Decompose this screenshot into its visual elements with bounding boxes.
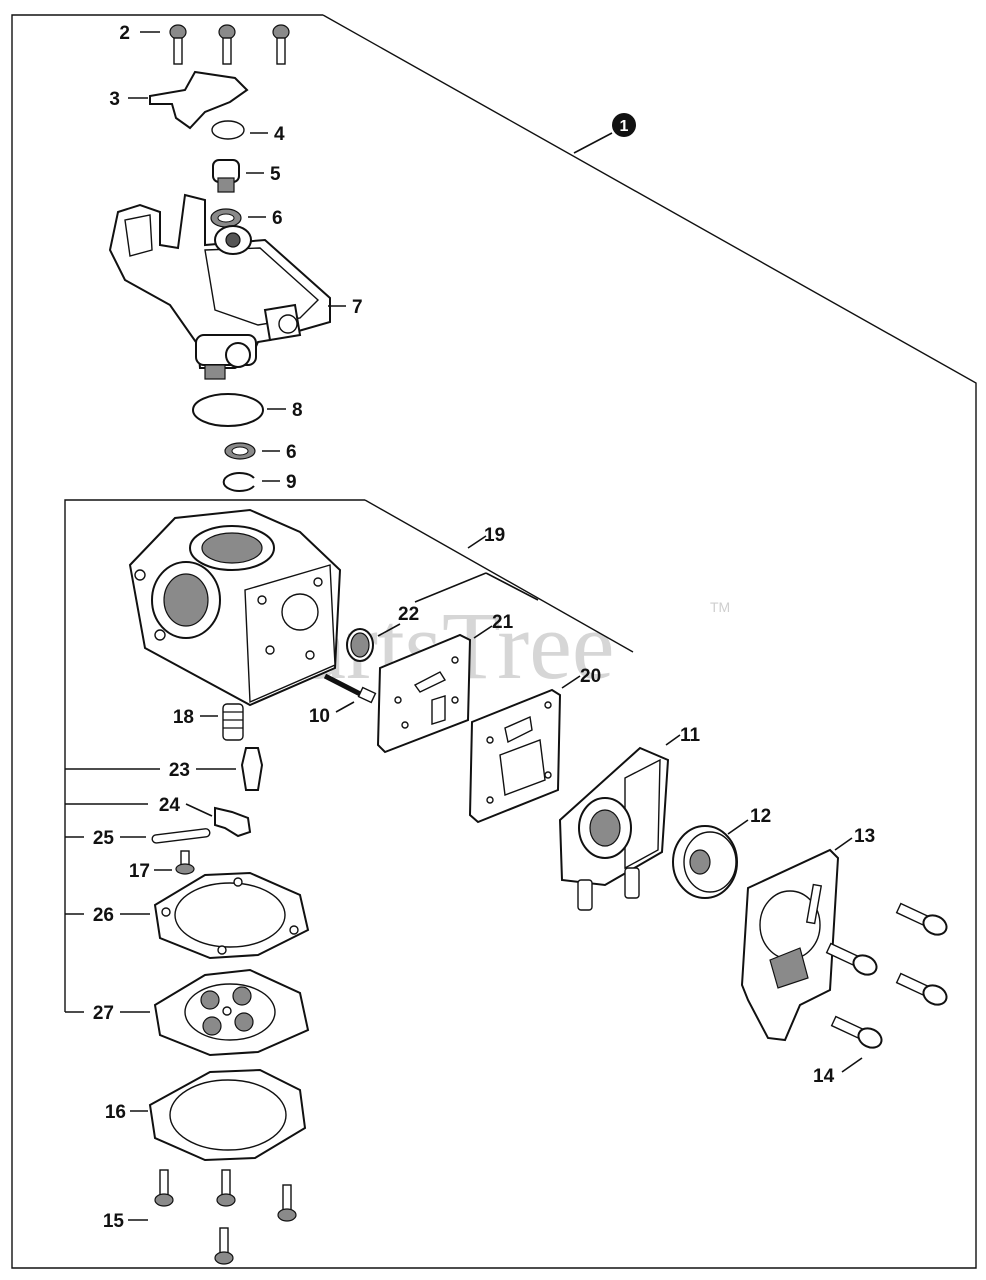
screw-part-2	[169, 24, 290, 65]
pump-body-part-7	[108, 193, 331, 380]
callout-26: 26	[93, 905, 114, 926]
screw-part-15	[154, 1169, 297, 1265]
flange-plate-part-13	[740, 848, 840, 1042]
callout-19: 19	[484, 525, 505, 546]
assembly-marker-label: 1	[620, 118, 629, 135]
gasket-part-20	[468, 688, 562, 824]
screw-part-17	[175, 850, 195, 875]
e-clip-part-9	[222, 472, 255, 492]
pump-cover-part-11	[558, 746, 670, 911]
callout-6a: 6	[272, 208, 283, 229]
needle-part-10	[323, 673, 377, 704]
callout-17: 17	[129, 861, 150, 882]
callout-3: 3	[109, 89, 120, 110]
callout-5: 5	[270, 164, 281, 185]
metering-lever-part-24	[214, 806, 252, 838]
watermark-tm: TM	[710, 599, 730, 615]
gasket-part-26	[153, 871, 310, 960]
callout-10: 10	[309, 706, 330, 727]
washer-part-6a	[210, 208, 242, 228]
callout-14: 14	[813, 1066, 835, 1087]
screw-part-14	[825, 902, 948, 1049]
subassembly-frame-diagonal	[364, 499, 634, 653]
carburetor-body	[128, 508, 342, 707]
callout-25: 25	[93, 828, 115, 849]
pin-part-25	[151, 828, 211, 844]
callout-8: 8	[292, 400, 303, 421]
callout-15: 15	[103, 1211, 125, 1232]
subassembly-frame	[64, 499, 365, 1012]
callout-21: 21	[492, 612, 514, 633]
callout-9: 9	[286, 472, 297, 493]
callout-18: 18	[173, 707, 194, 728]
callout-16: 16	[105, 1102, 126, 1123]
primer-bulb-part-12	[672, 825, 738, 899]
callout-6b: 6	[286, 442, 297, 463]
assembly-marker	[612, 113, 636, 137]
assembly-frame	[11, 14, 977, 1269]
cover-part-16	[148, 1068, 307, 1162]
lever-plate-part-3	[149, 70, 249, 130]
o-ring-part-8	[192, 393, 264, 427]
spring-part-18	[222, 703, 244, 741]
callout-2: 2	[119, 23, 130, 44]
callout-7: 7	[352, 297, 363, 318]
screen-part-22	[346, 628, 374, 662]
callout-12: 12	[750, 806, 771, 827]
washer-part-6b	[224, 442, 256, 460]
needle-valve-part-23	[240, 747, 264, 791]
diaphragm-part-27	[153, 968, 310, 1057]
callout-23: 23	[169, 760, 190, 781]
spring-part-4	[211, 120, 245, 140]
callout-22: 22	[398, 604, 419, 625]
metering-plate-part-21	[376, 633, 472, 754]
callout-4: 4	[274, 124, 285, 145]
callout-24: 24	[159, 795, 181, 816]
callout-27: 27	[93, 1003, 114, 1024]
pin-part-5	[212, 159, 240, 193]
callout-13: 13	[854, 826, 875, 847]
callout-20: 20	[580, 666, 601, 687]
callout-11: 11	[680, 725, 701, 746]
